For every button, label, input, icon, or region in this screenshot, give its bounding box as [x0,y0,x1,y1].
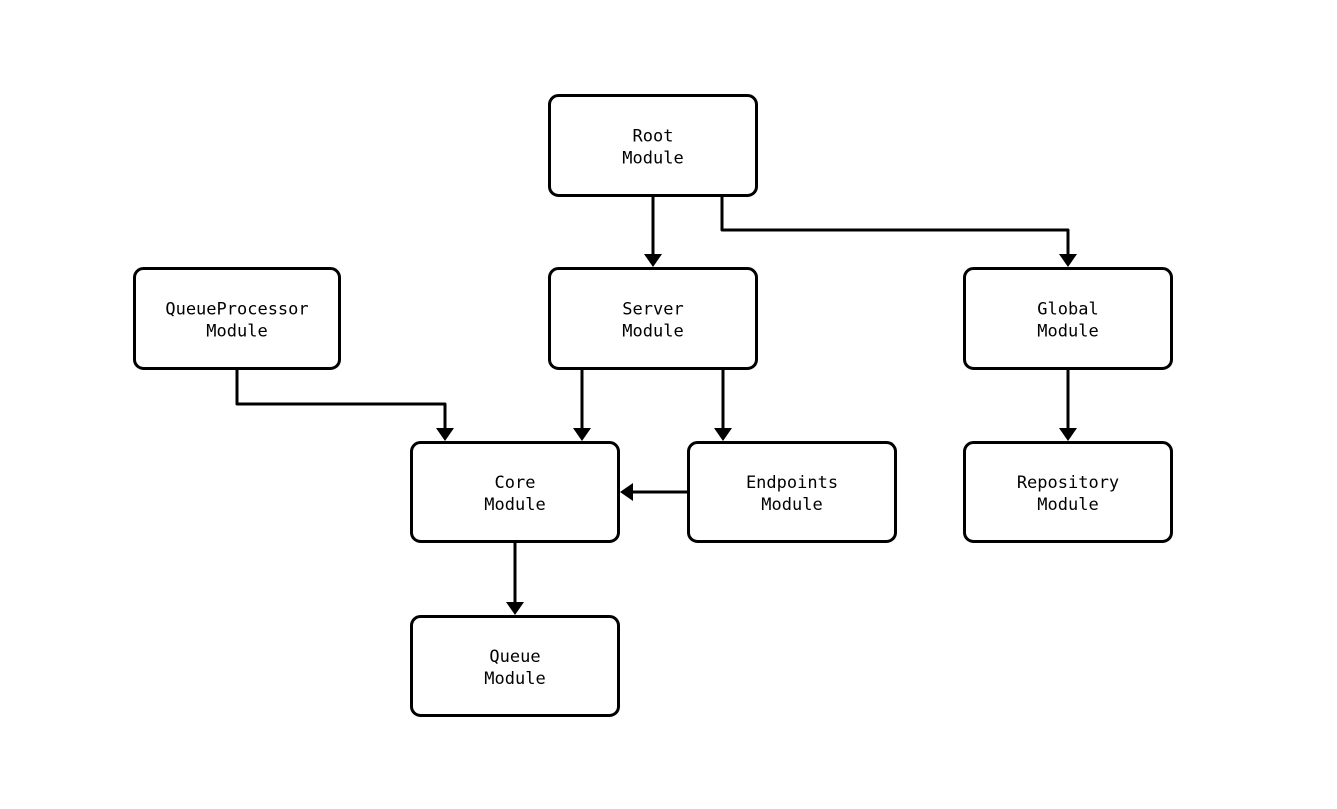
node-box[interactable] [687,441,897,543]
edge-arrowhead-icon [1059,428,1077,441]
node-label-line2: Module [761,495,822,515]
node-box[interactable] [548,94,758,197]
edge-arrowhead-icon [620,483,633,501]
node-label-line2: Module [206,322,267,342]
node-label-line2: Module [484,669,545,689]
edge-endpoints-to-core [620,483,687,501]
node-box[interactable] [963,267,1173,370]
node-label-line2: Module [622,322,683,342]
node-label-line1: QueueProcessor [165,300,308,320]
edge-arrowhead-icon [714,428,732,441]
node-label-line2: Module [622,149,683,169]
edge-root-to-global [720,197,1077,267]
edge-arrowhead-icon [506,602,524,615]
node-box[interactable] [963,441,1173,543]
node-label-line2: Module [1037,495,1098,515]
node-label-line1: Endpoints [746,473,838,493]
node-box[interactable] [410,615,620,717]
node-label-line1: Server [622,300,683,320]
edge-root-to-server [644,197,662,267]
edge-line [235,370,447,432]
node-label-line1: Repository [1017,473,1119,493]
edge-arrowhead-icon [573,428,591,441]
node-label-line2: Module [484,495,545,515]
node-box[interactable] [133,267,341,370]
node-box[interactable] [410,441,620,543]
edge-arrowhead-icon [1059,254,1077,267]
edge-line [720,197,1070,258]
node-label-line1: Global [1037,300,1098,320]
edge-server-to-endpoints [714,370,732,441]
edge-arrowhead-icon [436,428,454,441]
edges-layer [235,197,1077,615]
edge-queueprocessor-to-core [235,370,454,441]
node-box[interactable] [548,267,758,370]
edge-core-to-queue [506,543,524,615]
edge-global-to-repository [1059,370,1077,441]
edge-server-to-core [573,370,591,441]
nodes-layer: RootModuleQueueProcessorModuleServerModu… [133,94,1173,717]
node-label-line1: Queue [489,647,540,667]
node-label-line1: Core [495,473,536,493]
node-label-line1: Root [633,127,674,147]
node-label-line2: Module [1037,322,1098,342]
edge-arrowhead-icon [644,254,662,267]
